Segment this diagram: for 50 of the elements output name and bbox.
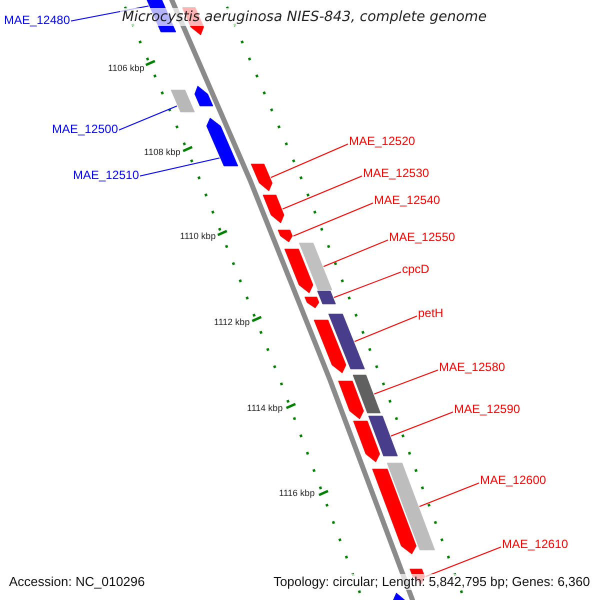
leader-line [282, 176, 362, 210]
gene-bar [386, 462, 435, 550]
leader-line [292, 202, 374, 236]
leader-line [140, 158, 220, 176]
gene-label: MAE_12510 [72, 168, 139, 182]
gene-label: MAE_12550 [389, 230, 456, 244]
gene-label: MAE_12610 [502, 537, 568, 551]
gene-block [353, 420, 380, 462]
gene-bar [368, 416, 398, 456]
position-label: 1108 kbp [144, 147, 180, 158]
gene-label: MAE_12530 [363, 166, 430, 180]
leader-line [418, 482, 480, 507]
gene-label: petH [418, 306, 444, 320]
gene-label: MAE_12600 [480, 473, 546, 487]
gene-block [250, 164, 272, 192]
leader-line [323, 240, 388, 267]
leader-line [374, 370, 438, 394]
leader-line [118, 106, 178, 130]
position-label: 1114 kbp [247, 403, 283, 414]
title: Microcystis aeruginosa NIES-843, complete genome [120, 8, 489, 26]
gene-label: MAE_12520 [349, 134, 416, 148]
gene-block [278, 230, 293, 242]
leader-line [390, 412, 454, 436]
genome-summary: Topology: circular; Length: 5,842,795 bp; Genes: 6,360 [273, 574, 590, 590]
gene-block [206, 118, 238, 166]
leader-line [334, 272, 402, 298]
position-label: 1106 kbp [108, 63, 144, 74]
gene-block [338, 380, 364, 420]
leader-line [270, 144, 348, 178]
gene-bar [298, 242, 332, 290]
gene-bar [328, 314, 365, 370]
gene-label: MAE_12480 [4, 13, 70, 27]
position-label: 1110 kbp [180, 231, 216, 242]
gene-block [372, 468, 416, 554]
gene-bar [352, 374, 381, 414]
gene-block [262, 194, 284, 224]
gene-label: MAE_12540 [374, 193, 440, 207]
accession-note: Accession: NC_010296 [9, 574, 145, 590]
position-label: 1112 kbp [214, 317, 250, 328]
leader-line [354, 316, 418, 342]
gene-block [284, 248, 314, 294]
gene-block [194, 86, 214, 106]
gene-block [304, 296, 320, 308]
gene-label: MAE_12500 [52, 122, 118, 136]
gene-label: MAE_12590 [454, 402, 520, 416]
gene-block [314, 320, 346, 374]
gene-label: cpcD [402, 262, 430, 276]
gene-bar [170, 90, 195, 112]
gene-label: MAE_12580 [439, 360, 506, 374]
position-label: 1116 kbp [279, 488, 315, 499]
